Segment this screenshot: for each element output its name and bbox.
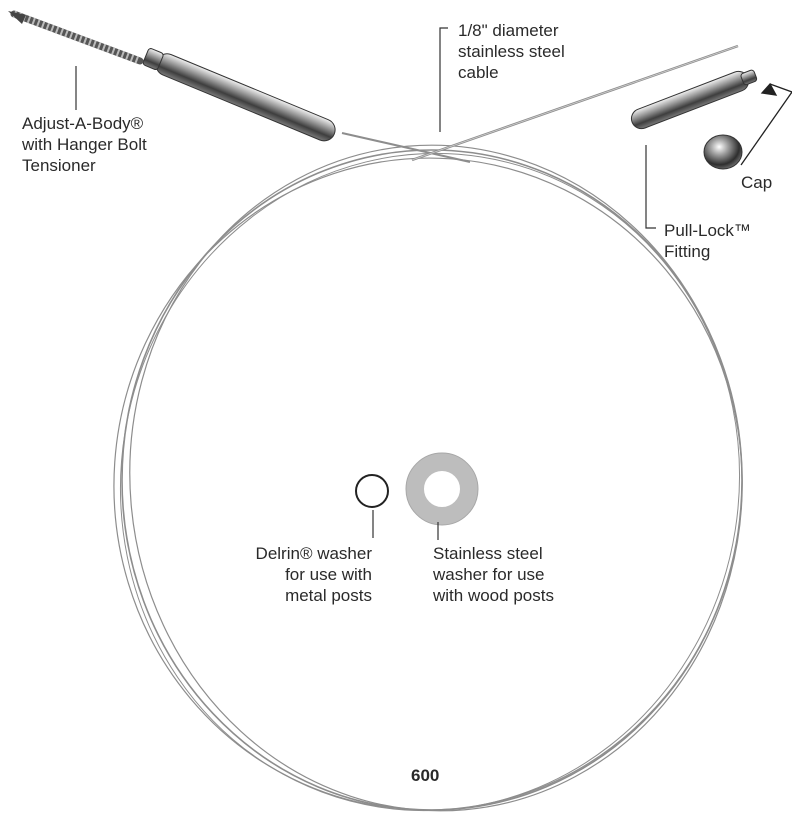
steel-washer-label: Stainless steel washer for use with wood…: [433, 543, 554, 606]
figure-number: 600: [411, 765, 439, 786]
pull-lock-line-1: Pull-Lock™: [664, 220, 751, 241]
delrin-line-1: Delrin® washer: [230, 543, 372, 564]
pull-lock-label: Pull-Lock™ Fitting: [664, 220, 751, 262]
cable-line-3: cable: [458, 62, 565, 83]
steel-washer-line-1: Stainless steel: [433, 543, 554, 564]
adjust-a-body-line-2: with Hanger Bolt: [22, 134, 147, 155]
pull-lock-line-2: Fitting: [664, 241, 751, 262]
leader-cable: [440, 28, 448, 132]
cap-icon: [704, 135, 742, 169]
steel-washer-line-2: washer for use: [433, 564, 554, 585]
adjust-a-body-line-1: Adjust-A-Body®: [22, 113, 147, 134]
steel-washer-icon: [406, 453, 478, 525]
hanger-bolt-icon: [8, 11, 140, 61]
pull-lock-fitting: [629, 66, 759, 132]
delrin-washer-icon: [356, 475, 388, 507]
adjust-a-body-tensioner: [142, 46, 339, 144]
adjust-a-body-line-3: Tensioner: [22, 155, 147, 176]
delrin-line-2: for use with: [230, 564, 372, 585]
cap-arrow-icon: [741, 84, 792, 165]
delrin-washer-label: Delrin® washer for use with metal posts: [230, 543, 372, 606]
cable-line-1: 1/8" diameter: [458, 20, 565, 41]
cable-line-2: stainless steel: [458, 41, 565, 62]
steel-washer-line-3: with wood posts: [433, 585, 554, 606]
cable-label: 1/8" diameter stainless steel cable: [458, 20, 565, 83]
delrin-line-3: metal posts: [230, 585, 372, 606]
leader-pull-lock: [646, 145, 656, 228]
adjust-a-body-label: Adjust-A-Body® with Hanger Bolt Tensione…: [22, 113, 147, 176]
cap-label: Cap: [741, 172, 772, 193]
